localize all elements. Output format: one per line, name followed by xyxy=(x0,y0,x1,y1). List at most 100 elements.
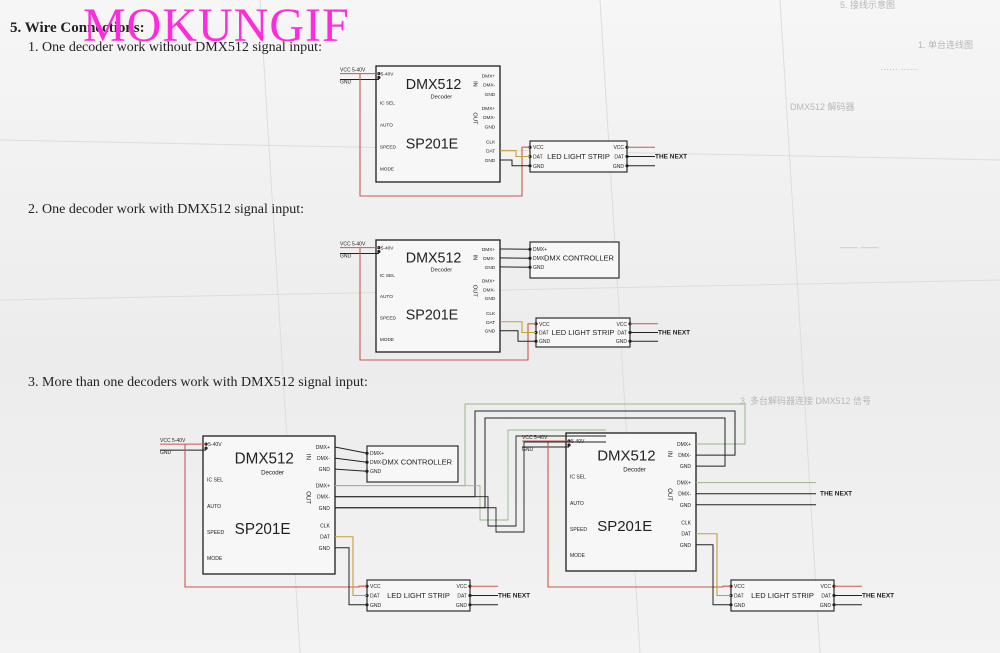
strip-out-pin-c2: DAT xyxy=(617,331,627,337)
decoder-subtitle-c2: Decoder xyxy=(431,267,453,273)
decoder-strip-pin-c3b: CLK xyxy=(681,521,691,527)
strip-in-pin-c2: DAT xyxy=(539,331,549,337)
strip-in-pin-c1: VCC xyxy=(533,145,544,151)
controller-pin-c3: DMX+ xyxy=(370,451,384,457)
dmx-controller-label-c2: DMX CONTROLLER xyxy=(544,254,615,263)
dmx-bus-chain-wire xyxy=(335,429,606,521)
strip-dat-wire-c3a xyxy=(335,536,367,597)
decoder-strip-pin-c1: CLK xyxy=(486,139,496,145)
controller-wire-c3 xyxy=(334,457,368,463)
supply-vcc-label-c3b: VCC 5-40V xyxy=(522,435,548,441)
decoder-model-c1: SP201E xyxy=(406,136,458,152)
strip-out-pin-c1: DAT xyxy=(614,155,624,161)
decoder-out-pin-c3a: DMX- xyxy=(317,495,330,501)
decoder-strip-pin-c3a: DAT xyxy=(320,535,330,541)
decoder-left-pin-c1: IC SEL xyxy=(380,100,395,106)
controller-wire-c3 xyxy=(334,446,368,454)
decoder-in-pin-c3a: DMX- xyxy=(317,456,330,462)
strip-gnd-wire-c3b xyxy=(696,544,731,606)
decoder-model-c3a: SP201E xyxy=(235,521,291,538)
next-label-c3b: THE NEXT xyxy=(862,593,894,600)
strip-out-pin-c3b: VCC xyxy=(820,584,831,590)
decoder-out-pin-c1: DMX- xyxy=(483,115,496,121)
decoder-in-pin-c2: DMX+ xyxy=(482,247,496,253)
decoder-brand-c3a: DMX512 xyxy=(235,451,294,468)
supply-gnd-label-c1: GND xyxy=(340,79,352,85)
decoder-out-pin-c2: DMX- xyxy=(483,287,496,293)
strip-in-pin-c3b: GND xyxy=(734,603,746,609)
decoder-out-label-c3b: OUT xyxy=(666,488,672,501)
decoder-out-pin-c2: DMX+ xyxy=(482,278,496,284)
decoder-in-label-c3a: IN xyxy=(305,454,312,460)
decoder-in-label-c2: IN xyxy=(471,255,477,261)
led-strip-label-c3a: LED LIGHT STRIP xyxy=(387,591,450,600)
dmx-controller-label-c3: DMX CONTROLLER xyxy=(382,458,453,467)
section-title: 5. Wire Connections: xyxy=(10,20,145,36)
decoder-left-pin-c3b: AUTO xyxy=(570,501,584,507)
decoder-out-pin-c1: DMX+ xyxy=(482,106,496,112)
decoder-strip-pin-c2: CLK xyxy=(486,311,496,317)
power-pin-c3a xyxy=(204,442,208,446)
strip-out-pin-c3b: GND xyxy=(820,603,832,609)
decoder-out-pin-c3a: DMX+ xyxy=(316,484,330,490)
decoder-left-pin-c2: MODE xyxy=(380,337,394,343)
dmx-controller-box-c2 xyxy=(529,241,620,279)
strip-in-pin-c3a: DAT xyxy=(370,594,380,600)
decoder-power-label-c2: 5-40V xyxy=(381,246,395,252)
decoder-in-label-c1: IN xyxy=(471,81,477,87)
decoder-left-pin-c1: SPEED xyxy=(380,144,397,150)
watermark: MOKUNGIF xyxy=(83,0,350,52)
led-strip-box-c3b xyxy=(730,579,835,612)
decoder-left-pin-c3b: MODE xyxy=(570,553,586,559)
decoder-left-pin-c3a: SPEED xyxy=(207,530,225,536)
decoder-left-pin-c2: AUTO xyxy=(380,294,393,300)
decoder-brand-c3b: DMX512 xyxy=(597,448,655,465)
strip-out-pin-c2: VCC xyxy=(616,322,627,328)
strip-vcc-wire-c2 xyxy=(359,247,536,361)
controller-wire-c3 xyxy=(334,468,368,472)
ghost-text-4: DMX512 解码器 xyxy=(790,101,855,112)
strip-vcc-wire-c3a xyxy=(184,444,367,588)
decoder-in-pin-c1: DMX+ xyxy=(482,73,496,79)
led-strip-label-c1: LED LIGHT STRIP xyxy=(547,152,610,161)
dmx-controller-box-c3 xyxy=(366,445,459,483)
strip-out-pin-c3a: VCC xyxy=(456,584,467,590)
strip-in-pin-c3b: DAT xyxy=(734,594,744,600)
decoder-strip-pin-c2: GND xyxy=(485,329,496,335)
decoder-out-pin-c2: GND xyxy=(485,296,496,302)
decoder-in-pin-c3a: GND xyxy=(319,467,331,473)
decoder-strip-pin-c1: GND xyxy=(485,158,496,164)
decoder-in-pin-c2: GND xyxy=(485,265,496,271)
decoder-left-pin-c3a: AUTO xyxy=(207,504,221,510)
led-strip-box-c1 xyxy=(529,140,628,173)
next-label-dmx-out: THE NEXT xyxy=(820,491,852,498)
next-label-c3a: THE NEXT xyxy=(498,593,530,600)
strip-dat-wire-c1 xyxy=(500,150,530,158)
strip-out-pin-c1: GND xyxy=(613,164,625,170)
decoder-brand-c1: DMX512 xyxy=(406,77,462,93)
paper-crease-4 xyxy=(779,0,821,653)
strip-out-pin-c3a: GND xyxy=(456,603,468,609)
decoder-model-c3b: SP201E xyxy=(597,518,652,535)
decoder-in-pin-c3b: DMX- xyxy=(678,453,691,459)
ghost-text-1: 1. 单台连线图 xyxy=(918,39,973,50)
supply-vcc-label-c2: VCC 5-40V xyxy=(340,242,366,248)
strip-gnd-wire-c3a xyxy=(335,547,367,606)
ghost-text-5: —— —— xyxy=(840,242,879,252)
controller-pin-c3: DMX- xyxy=(370,460,383,466)
strip-gnd-wire-c1 xyxy=(500,159,530,167)
supply-gnd-label-c2: GND xyxy=(340,253,352,259)
supply-gnd-label-c3a: GND xyxy=(160,450,172,456)
decoder-strip-pin-c3b: GND xyxy=(680,543,692,549)
decoder-in-pin-c3b: DMX+ xyxy=(677,442,691,448)
decoder-left-pin-c3b: IC SEL xyxy=(570,475,586,481)
decoder-out-label-c1: OUT xyxy=(471,112,477,125)
decoder-out-label-c3a: OUT xyxy=(305,491,312,504)
decoder-strip-pin-c1: DAT xyxy=(486,149,495,155)
decoder-power-label-c3a: 5-40V xyxy=(208,442,222,448)
decoder-out-label-c2: OUT xyxy=(471,285,477,298)
decoder-left-pin-c1: MODE xyxy=(380,166,394,172)
ghost-text-3: 3. 多台解码器连接 DMX512 信号 xyxy=(740,395,871,406)
supply-vcc-label-c1: VCC 5-40V xyxy=(340,68,366,74)
